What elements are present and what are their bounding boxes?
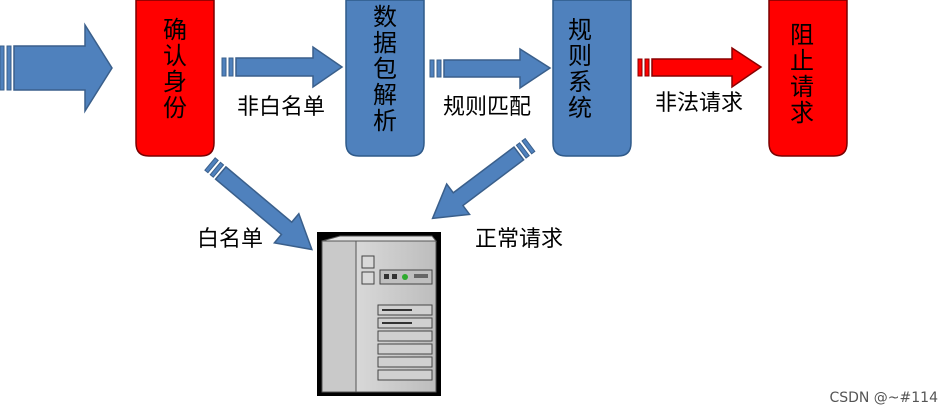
block-char: 请: [790, 73, 814, 101]
normal-request-arrow: [431, 137, 536, 220]
rules-char: 统: [568, 94, 592, 122]
whitelist-arrow: [204, 157, 314, 251]
illegal-request-label: 非法请求: [655, 91, 743, 116]
packet-parse-box: 数 据 包 解 析: [345, 0, 425, 157]
not-whitelist-arrow: [221, 45, 344, 89]
block-char: 求: [790, 99, 814, 127]
block-request-box: 阻 止 请 求: [768, 0, 848, 157]
parse-char: 据: [373, 29, 397, 57]
illegal-request-arrow: [637, 46, 763, 89]
identity-char: 认: [163, 42, 187, 70]
identity-char: 身: [163, 68, 187, 96]
identity-box-shape: [135, 0, 215, 157]
rule-match-label: 规则匹配: [443, 95, 531, 120]
server-tower-icon: [317, 232, 441, 396]
identity-char: 确: [163, 16, 187, 44]
rule-system-box-shape: [552, 0, 632, 157]
parse-char: 析: [373, 107, 397, 135]
not-whitelist-label: 非白名单: [237, 95, 325, 120]
identity-box: 确 认 身 份: [135, 0, 215, 157]
packet-parse-box-shape: [345, 0, 425, 157]
block-char: 阻: [790, 21, 814, 49]
parse-char: 包: [373, 55, 397, 83]
watermark-text: CSDN @~#114: [829, 390, 938, 406]
whitelist-label: 白名单: [197, 227, 263, 252]
rules-char: 则: [568, 42, 592, 70]
parse-char: 数: [373, 3, 397, 31]
identity-char: 份: [163, 94, 187, 122]
rule-system-box: 规 则 系 统: [552, 0, 632, 157]
normal-request-label: 正常请求: [475, 227, 563, 252]
rules-char: 系: [568, 68, 592, 96]
parse-char: 解: [373, 81, 397, 109]
block-request-box-shape: [768, 0, 848, 157]
rule-match-arrow: [429, 47, 552, 90]
block-char: 止: [790, 47, 814, 75]
entry-arrow: [0, 22, 113, 114]
rules-char: 规: [568, 16, 592, 44]
